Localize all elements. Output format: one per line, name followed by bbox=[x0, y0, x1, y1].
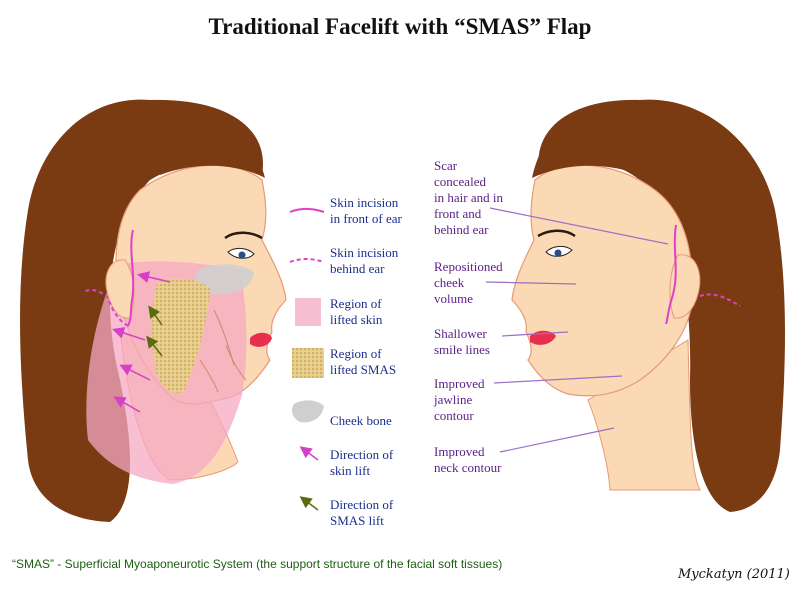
legend-label-cheek-bone: Cheek bone bbox=[330, 413, 392, 428]
leader-smile-lines bbox=[501, 331, 569, 337]
left-skin-arrow-1 bbox=[137, 271, 171, 283]
right-ear bbox=[669, 254, 701, 319]
leader-scar bbox=[489, 207, 669, 245]
right-incision-front bbox=[665, 224, 677, 325]
right-eyebrow bbox=[537, 229, 576, 238]
legend-label-lifted-smas: Region of lifted SMAS bbox=[330, 346, 397, 377]
outcome-label-neck: Improved neck contour bbox=[434, 444, 502, 475]
legend-swatch-smas-lift bbox=[299, 496, 319, 511]
left-skin-arrow-3 bbox=[119, 364, 151, 381]
legend-label-skin-incision-behind: Skin incision behind ear bbox=[330, 245, 399, 276]
right-hair-fringe bbox=[532, 104, 654, 178]
leader-cheek-volume bbox=[485, 281, 577, 285]
left-cheek-bone bbox=[195, 264, 254, 295]
left-eyebrow bbox=[224, 231, 263, 240]
left-lips bbox=[250, 332, 272, 347]
outcome-label-scar: Scar concealed in hair and in front and … bbox=[434, 158, 503, 237]
right-face bbox=[511, 164, 693, 397]
left-incision-behind bbox=[83, 289, 129, 327]
left-skin-arrow-2 bbox=[112, 327, 146, 341]
left-skin-arrow-4 bbox=[113, 396, 141, 413]
legend-swatch-lifted-skin bbox=[295, 298, 321, 326]
outcome-label-cheek-volume: Repositioned cheek volume bbox=[434, 259, 503, 306]
author-signature: Myckatyn (2011) bbox=[678, 567, 790, 582]
legend-swatch-skin-lift bbox=[299, 446, 319, 461]
right-incision-behind bbox=[699, 293, 741, 307]
leader-neck bbox=[499, 427, 615, 453]
legend-swatch-incision-behind bbox=[289, 258, 325, 263]
right-hair bbox=[538, 99, 785, 512]
legend-label-lifted-skin: Region of lifted skin bbox=[330, 296, 383, 327]
right-neck bbox=[587, 339, 701, 491]
left-wrinkles bbox=[199, 309, 247, 393]
legend-label-skin-incision-front: Skin incision in front of ear bbox=[330, 195, 402, 226]
leader-jawline bbox=[493, 375, 623, 384]
smas-footnote: “SMAS” - Superficial Myoaponeurotic Syst… bbox=[12, 557, 503, 571]
legend-swatch-cheek-bone bbox=[292, 400, 324, 423]
left-iris bbox=[238, 251, 246, 259]
legend-label-skin-lift: Direction of skin lift bbox=[330, 447, 394, 478]
legend-swatch-lifted-smas bbox=[292, 348, 324, 378]
legend-label-smas-lift: Direction of SMAS lift bbox=[330, 497, 394, 528]
legend-swatches bbox=[289, 208, 325, 511]
right-head bbox=[485, 99, 785, 512]
left-smas-arrow-1 bbox=[148, 305, 163, 326]
left-smas-region bbox=[151, 278, 210, 394]
right-iris bbox=[554, 249, 562, 257]
legend-swatch-incision-front bbox=[289, 208, 325, 213]
left-hair-fringe bbox=[143, 104, 265, 178]
outcome-label-smile-lines: Shallower smile lines bbox=[434, 326, 490, 357]
diagram-title: Traditional Facelift with “SMAS” Flap bbox=[208, 14, 592, 39]
left-smas-arrow-2 bbox=[146, 335, 163, 357]
left-hair bbox=[20, 99, 264, 522]
outcome-label-jawline: Improved jawline contour bbox=[434, 376, 485, 423]
left-head bbox=[20, 99, 287, 522]
left-incision-front bbox=[127, 229, 135, 327]
